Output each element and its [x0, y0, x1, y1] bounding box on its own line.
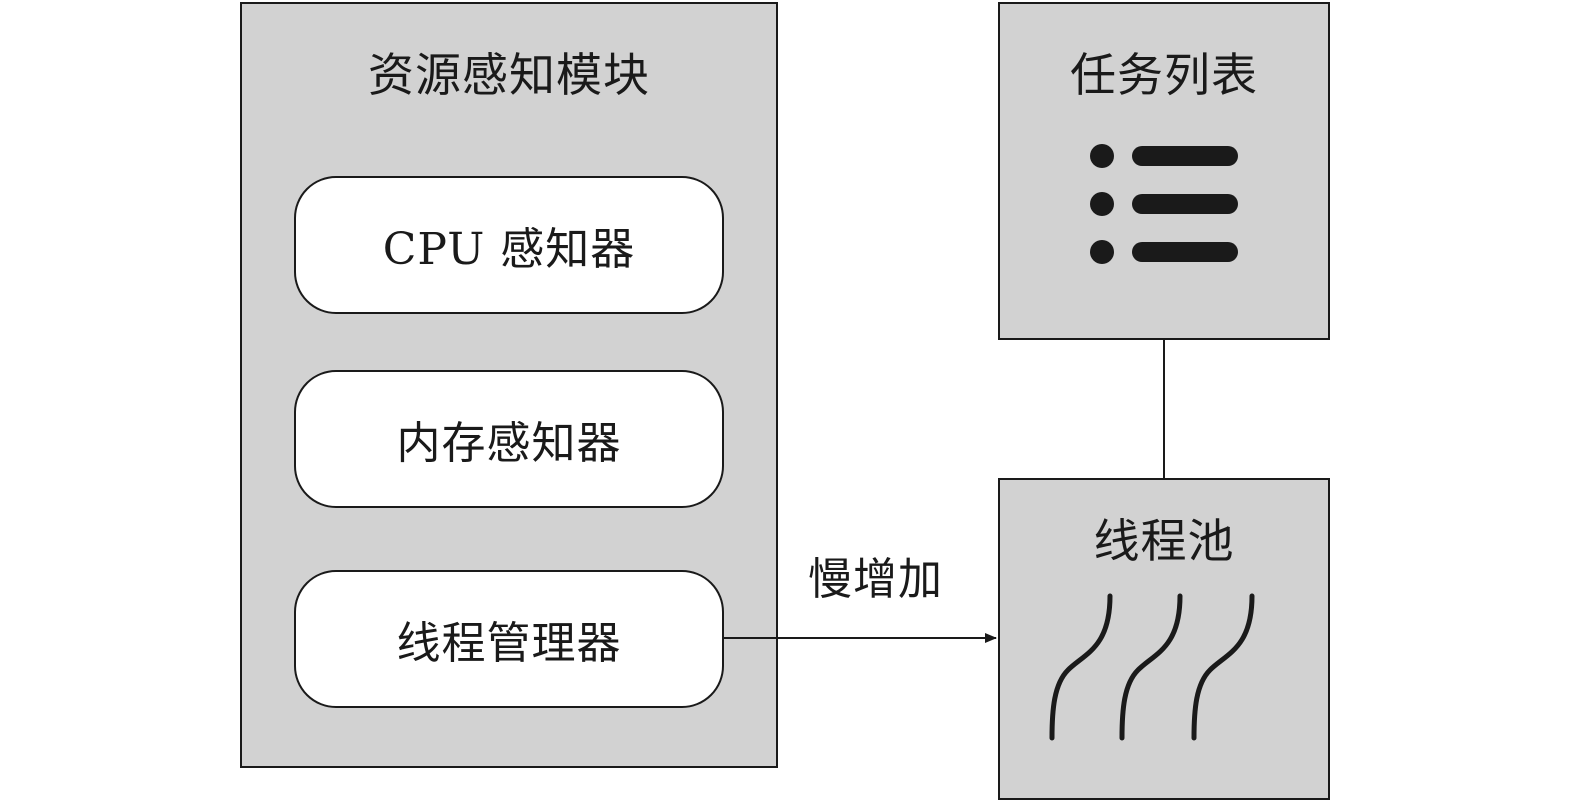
memory-sensor-box: 内存感知器 — [294, 370, 724, 508]
thread-manager-box: 线程管理器 — [294, 570, 724, 708]
task-list-panel: 任务列表 — [998, 2, 1330, 340]
list-icon — [1090, 144, 1238, 264]
threads-icon — [1049, 593, 1255, 741]
task-list-title: 任务列表 — [1070, 48, 1258, 102]
thread-pool-title: 线程池 — [1093, 514, 1235, 568]
resource-module-title: 资源感知模块 — [368, 48, 650, 102]
thread-pool-panel: 线程池 — [998, 478, 1330, 800]
slow-increase-label: 慢增加 — [808, 554, 943, 605]
cpu-sensor-box: CPU 感知器 — [294, 176, 724, 314]
resource-awareness-module: 资源感知模块 CPU 感知器 内存感知器 线程管理器 — [240, 2, 778, 768]
